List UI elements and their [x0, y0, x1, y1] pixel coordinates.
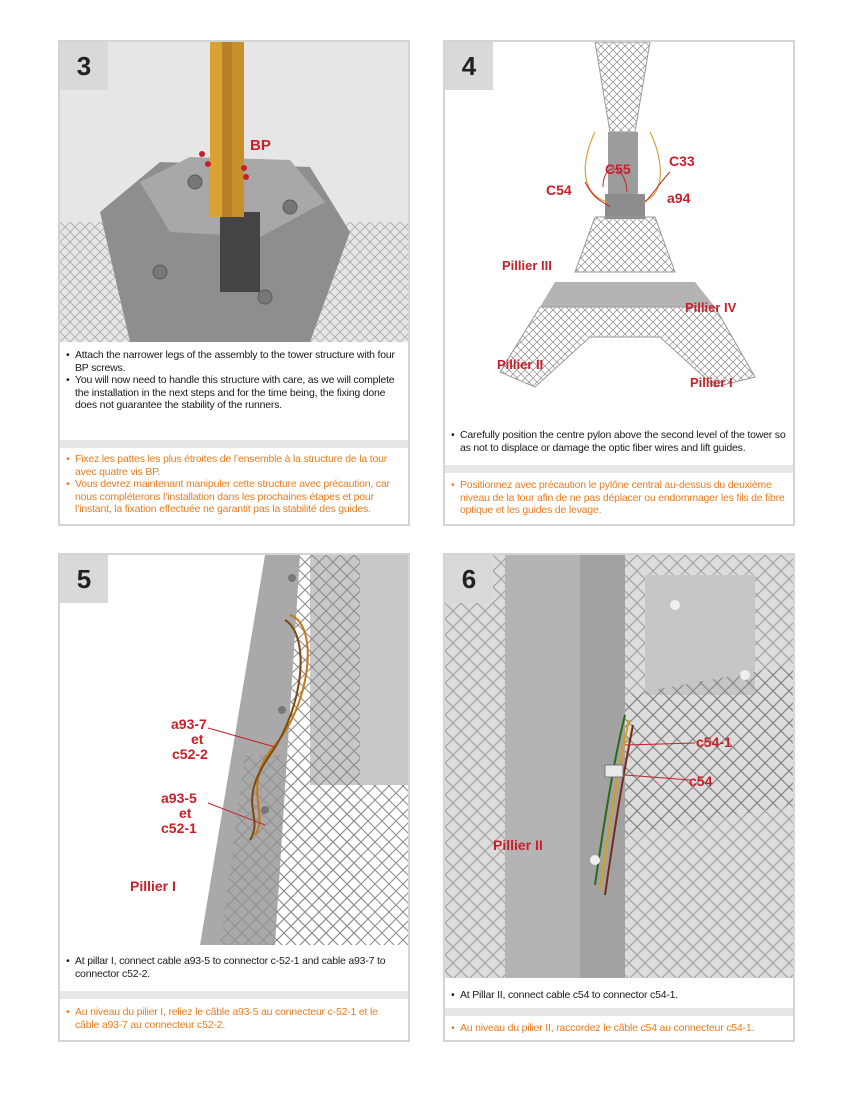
step-5-illustration — [60, 555, 408, 945]
callout-bp: BP — [250, 137, 271, 154]
instruction-item: Attach the narrower legs of the assembly… — [66, 349, 402, 374]
step-panel-5: 5 a93-7 et c52-2 a93-5 et c52-1 Pillier … — [58, 553, 410, 1042]
callout-c52-1: c52-1 — [161, 820, 197, 836]
callout-a94: a94 — [667, 190, 691, 206]
step-5-english-text: At pillar I, connect cable a93-5 to conn… — [66, 955, 402, 980]
instruction-item: Fixez les pattes les plus étroites de l’… — [66, 453, 402, 478]
callout-a93-5: a93-5 — [161, 790, 197, 806]
step-number: 5 — [60, 555, 108, 603]
step-panel-3: 3 BP Attach the narrower legs of the ass… — [58, 40, 410, 526]
step-panel-6: 6 c54-1 c54 Pillier II At Pillar II, con… — [443, 553, 795, 1042]
callout-c54-1: c54-1 — [696, 734, 732, 750]
label-pillier-2: Pillier II — [493, 837, 543, 853]
step-6-illustration — [445, 555, 793, 978]
callout-c54: C54 — [546, 182, 572, 198]
step-number: 6 — [445, 555, 493, 603]
label-pillier-2: Pillier II — [497, 357, 544, 372]
instruction-item: You will now need to handle this structu… — [66, 374, 402, 412]
label-pillier-1: Pillier I — [690, 375, 733, 390]
callout-c55: C55 — [605, 161, 631, 177]
step-5-french-text: Au niveau du pilier I, reliez le câble a… — [66, 1006, 402, 1031]
step-3-english-text: Attach the narrower legs of the assembly… — [66, 349, 402, 412]
instruction-item: Vous devrez maintenant manipuler cette s… — [66, 478, 402, 516]
callout-et: et — [179, 805, 192, 821]
callout-c33: C33 — [669, 153, 695, 169]
step-6-french-text: Au niveau du pilier II, raccordez le câb… — [451, 1022, 787, 1035]
instruction-item: Carefully position the centre pylon abov… — [451, 429, 787, 454]
instruction-item: Au niveau du pilier II, raccordez le câb… — [451, 1022, 787, 1035]
divider — [60, 991, 408, 999]
callout-a93-7: a93-7 — [171, 716, 207, 732]
step-number: 4 — [445, 42, 493, 90]
instruction-item: Positionnez avec précaution le pylône ce… — [451, 479, 787, 517]
label-pillier-4: Pillier IV — [685, 300, 737, 315]
callout-c54: c54 — [689, 773, 713, 789]
label-pillier-3: Pillier III — [502, 258, 552, 273]
instruction-item: At pillar I, connect cable a93-5 to conn… — [66, 955, 402, 980]
step-3-french-text: Fixez les pattes les plus étroites de l’… — [66, 453, 402, 516]
instruction-item: At Pillar II, connect cable c54 to conne… — [451, 989, 787, 1002]
callout-et: et — [191, 731, 204, 747]
divider — [445, 465, 793, 473]
step-panel-4: 4 C33 C55 C54 a94 Pillier III Pillier IV… — [443, 40, 795, 526]
divider — [60, 440, 408, 448]
step-4-english-text: Carefully position the centre pylon abov… — [451, 429, 787, 454]
step-6-english-text: At Pillar II, connect cable c54 to conne… — [451, 989, 787, 1002]
step-4-illustration — [445, 42, 793, 422]
label-pillier-1: Pillier I — [130, 878, 176, 894]
step-4-french-text: Positionnez avec précaution le pylône ce… — [451, 479, 787, 517]
callout-c52-2: c52-2 — [172, 746, 208, 762]
step-3-illustration — [60, 42, 408, 342]
divider — [445, 1008, 793, 1016]
step-number: 3 — [60, 42, 108, 90]
instruction-item: Au niveau du pilier I, reliez le câble a… — [66, 1006, 402, 1031]
